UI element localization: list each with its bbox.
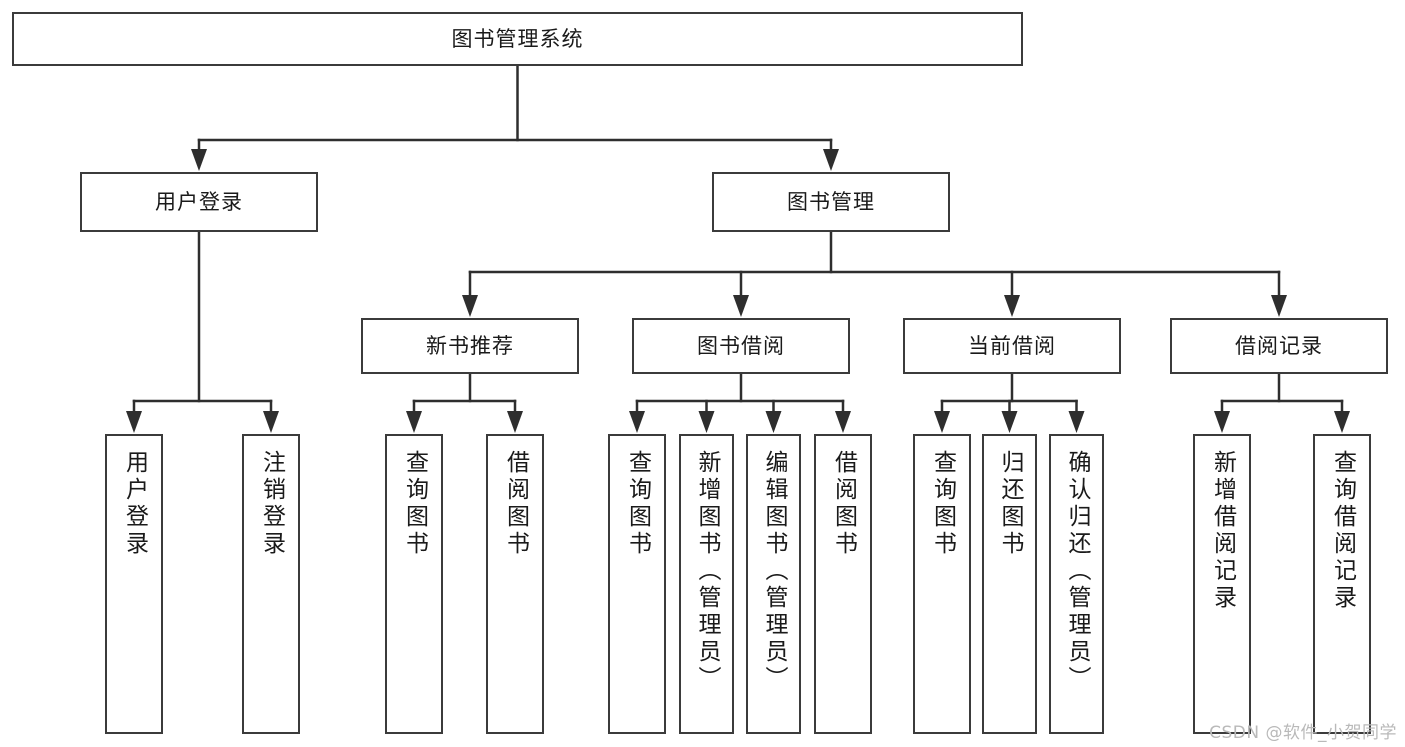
arrow-head-bookmgmt-2	[1004, 295, 1020, 317]
arrow-head-root-1	[823, 149, 839, 171]
node-label-leaf-bor-2: 新增图书（管理员）	[694, 450, 720, 693]
node-label-borrow: 图书借阅	[697, 333, 785, 358]
node-login[interactable]: 用户登录	[80, 172, 318, 232]
node-label-leaf-cur-1: 查询图书	[929, 450, 956, 558]
arrow-head-root-0	[191, 149, 207, 171]
arrow-head-records-0	[1214, 411, 1230, 433]
node-bookmgmt[interactable]: 图书管理	[712, 172, 950, 232]
node-newbook[interactable]: 新书推荐	[361, 318, 579, 374]
arrow-head-records-1	[1334, 411, 1350, 433]
node-label-newbook: 新书推荐	[426, 333, 514, 358]
node-label-leaf-cur-3: 确认归还（管理员）	[1064, 450, 1090, 693]
arrow-head-bookmgmt-0	[462, 295, 478, 317]
arrow-head-current-1	[1001, 411, 1018, 433]
csdn-watermark: CSDN @软件_小贺同学	[1209, 723, 1397, 743]
node-label-leaf-bor-3: 编辑图书（管理员）	[761, 450, 787, 693]
arrow-head-borrow-0	[629, 411, 645, 433]
node-leaf-cur-1[interactable]: 查询图书	[913, 434, 971, 734]
node-leaf-new-2[interactable]: 借阅图书	[486, 434, 544, 734]
node-leaf-rec-1[interactable]: 新增借阅记录	[1193, 434, 1251, 734]
arrow-head-current-0	[934, 411, 950, 433]
node-label-current: 当前借阅	[968, 333, 1056, 358]
node-label-login: 用户登录	[155, 189, 243, 214]
arrow-head-login-0	[126, 411, 142, 433]
node-borrow[interactable]: 图书借阅	[632, 318, 850, 374]
node-leaf-rec-2[interactable]: 查询借阅记录	[1313, 434, 1371, 734]
node-label-leaf-bor-1: 查询图书	[624, 450, 651, 558]
node-leaf-login-2[interactable]: 注销登录	[242, 434, 300, 734]
node-label-leaf-bor-4: 借阅图书	[830, 450, 857, 558]
arrow-head-login-1	[263, 411, 279, 433]
node-leaf-bor-4[interactable]: 借阅图书	[814, 434, 872, 734]
node-label-root: 图书管理系统	[451, 26, 584, 51]
node-label-bookmgmt: 图书管理	[787, 189, 875, 214]
node-current[interactable]: 当前借阅	[903, 318, 1121, 374]
arrow-head-newbook-1	[507, 411, 523, 433]
node-leaf-new-1[interactable]: 查询图书	[385, 434, 443, 734]
arrow-head-borrow-1	[698, 411, 715, 433]
arrow-head-bookmgmt-3	[1271, 295, 1287, 317]
node-leaf-bor-1[interactable]: 查询图书	[608, 434, 666, 734]
node-leaf-bor-2[interactable]: 新增图书（管理员）	[679, 434, 734, 734]
node-label-leaf-login-2: 注销登录	[258, 450, 285, 558]
node-label-leaf-rec-2: 查询借阅记录	[1329, 450, 1356, 612]
arrow-head-borrow-3	[835, 411, 851, 433]
arrow-head-current-2	[1068, 411, 1085, 433]
node-leaf-cur-3[interactable]: 确认归还（管理员）	[1049, 434, 1104, 734]
arrow-head-newbook-0	[406, 411, 422, 433]
node-label-leaf-new-2: 借阅图书	[502, 450, 529, 558]
node-label-records: 借阅记录	[1235, 333, 1323, 358]
node-leaf-login-1[interactable]: 用户登录	[105, 434, 163, 734]
node-label-leaf-login-1: 用户登录	[121, 450, 148, 558]
node-label-leaf-cur-2: 归还图书	[997, 450, 1023, 558]
node-leaf-bor-3[interactable]: 编辑图书（管理员）	[746, 434, 801, 734]
node-label-leaf-new-1: 查询图书	[401, 450, 428, 558]
node-leaf-cur-2[interactable]: 归还图书	[982, 434, 1037, 734]
node-root[interactable]: 图书管理系统	[12, 12, 1023, 66]
node-label-leaf-rec-1: 新增借阅记录	[1209, 450, 1236, 612]
node-records[interactable]: 借阅记录	[1170, 318, 1388, 374]
arrow-head-borrow-2	[765, 411, 782, 433]
arrow-head-bookmgmt-1	[733, 295, 749, 317]
